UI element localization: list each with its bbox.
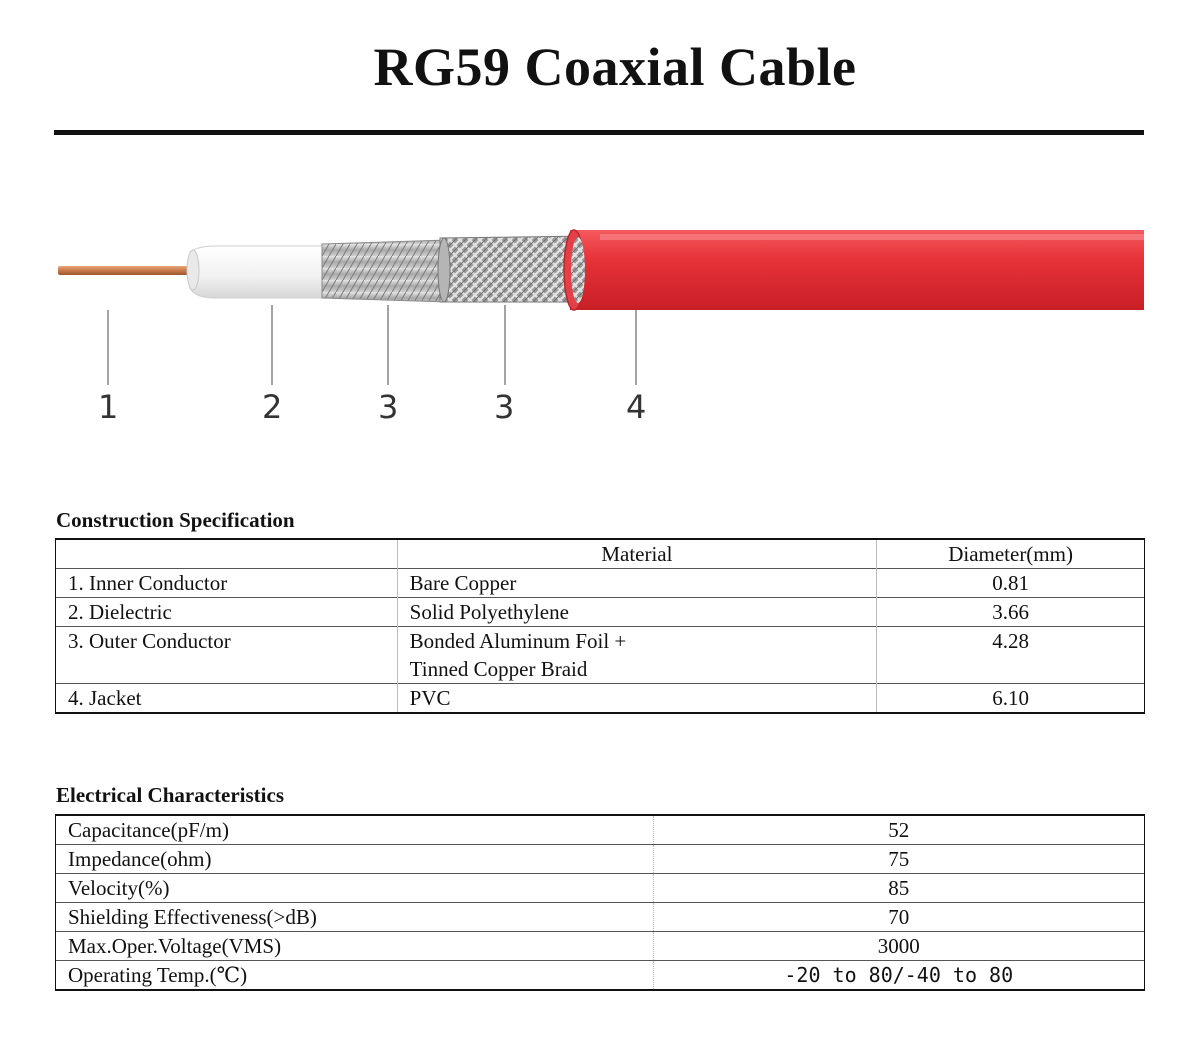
- property-cell: Impedance(ohm): [55, 844, 654, 874]
- title-divider: [54, 130, 1144, 135]
- diameter-cell: 6.10: [876, 683, 1145, 713]
- table-row: 1. Inner Conductor Bare Copper 0.81: [55, 568, 1145, 598]
- material-cell: PVC: [396, 683, 877, 713]
- value-cell: -20 to 80/-40 to 80: [652, 960, 1146, 990]
- material-line-2: Tinned Copper Braid: [409, 657, 588, 681]
- callout-label-3b: 3: [494, 388, 515, 426]
- value-cell: 70: [652, 902, 1146, 932]
- diameter-cell: 3.66: [876, 597, 1145, 627]
- property-cell: Shielding Effectiveness(>dB): [55, 902, 654, 932]
- value-cell: 52: [652, 815, 1146, 845]
- table-header-row: Material Diameter(mm): [55, 539, 1145, 569]
- cable-diagram: 1 2 3 3 4: [0, 160, 1200, 460]
- table-row: Velocity(%) 85: [55, 873, 1146, 903]
- table-row: Capacitance(pF/m) 52: [55, 815, 1146, 845]
- material-cell: Bonded Aluminum Foil + Tinned Copper Bra…: [396, 626, 877, 684]
- page-title: RG59 Coaxial Cable: [373, 37, 857, 97]
- property-cell: Velocity(%): [55, 873, 654, 903]
- construction-heading: Construction Specification: [56, 508, 295, 532]
- value-cell: 85: [652, 873, 1146, 903]
- material-line-1: Bonded Aluminum Foil +: [409, 629, 627, 653]
- part-cell: 3. Outer Conductor: [55, 626, 398, 684]
- part-cell: 4. Jacket: [55, 683, 398, 713]
- table-row: Operating Temp.(℃) -20 to 80/-40 to 80: [55, 960, 1146, 990]
- construction-table: Material Diameter(mm) 1. Inner Conductor…: [55, 538, 1145, 714]
- table-row: Max.Oper.Voltage(VMS) 3000: [55, 931, 1146, 961]
- table-row: 2. Dielectric Solid Polyethylene 3.66: [55, 597, 1145, 627]
- diameter-cell: 4.28: [876, 626, 1145, 684]
- table-row: Shielding Effectiveness(>dB) 70: [55, 902, 1146, 932]
- property-cell: Max.Oper.Voltage(VMS): [55, 931, 654, 961]
- part-cell: 1. Inner Conductor: [55, 568, 398, 598]
- electrical-table: Capacitance(pF/m) 52 Impedance(ohm) 75 V…: [55, 814, 1146, 991]
- jacket: [570, 230, 1144, 310]
- diameter-cell: 0.81: [876, 568, 1145, 598]
- inner-conductor: [58, 266, 198, 275]
- part-cell: 2. Dielectric: [55, 597, 398, 627]
- table-row: 3. Outer Conductor Bonded Aluminum Foil …: [55, 626, 1145, 684]
- header-cell-diameter: Diameter(mm): [876, 539, 1145, 569]
- material-cell: Bare Copper: [396, 568, 877, 598]
- callout-label-4: 4: [626, 388, 647, 426]
- table-row: 4. Jacket PVC 6.10: [55, 683, 1145, 713]
- callout-label-2: 2: [262, 388, 283, 426]
- electrical-heading: Electrical Characteristics: [56, 783, 284, 807]
- header-cell-material: Material: [396, 539, 877, 569]
- material-cell: Solid Polyethylene: [396, 597, 877, 627]
- property-cell: Operating Temp.(℃): [55, 960, 654, 990]
- callout-label-3a: 3: [378, 388, 399, 426]
- dielectric: [189, 245, 329, 299]
- value-cell: 75: [652, 844, 1146, 874]
- aluminum-foil: [321, 239, 449, 303]
- property-cell: Capacitance(pF/m): [55, 815, 654, 845]
- cable-illustration: [58, 229, 1144, 385]
- callout-label-1: 1: [98, 388, 119, 426]
- table-row: Impedance(ohm) 75: [55, 844, 1146, 874]
- value-cell: 3000: [652, 931, 1146, 961]
- header-cell: [55, 539, 398, 569]
